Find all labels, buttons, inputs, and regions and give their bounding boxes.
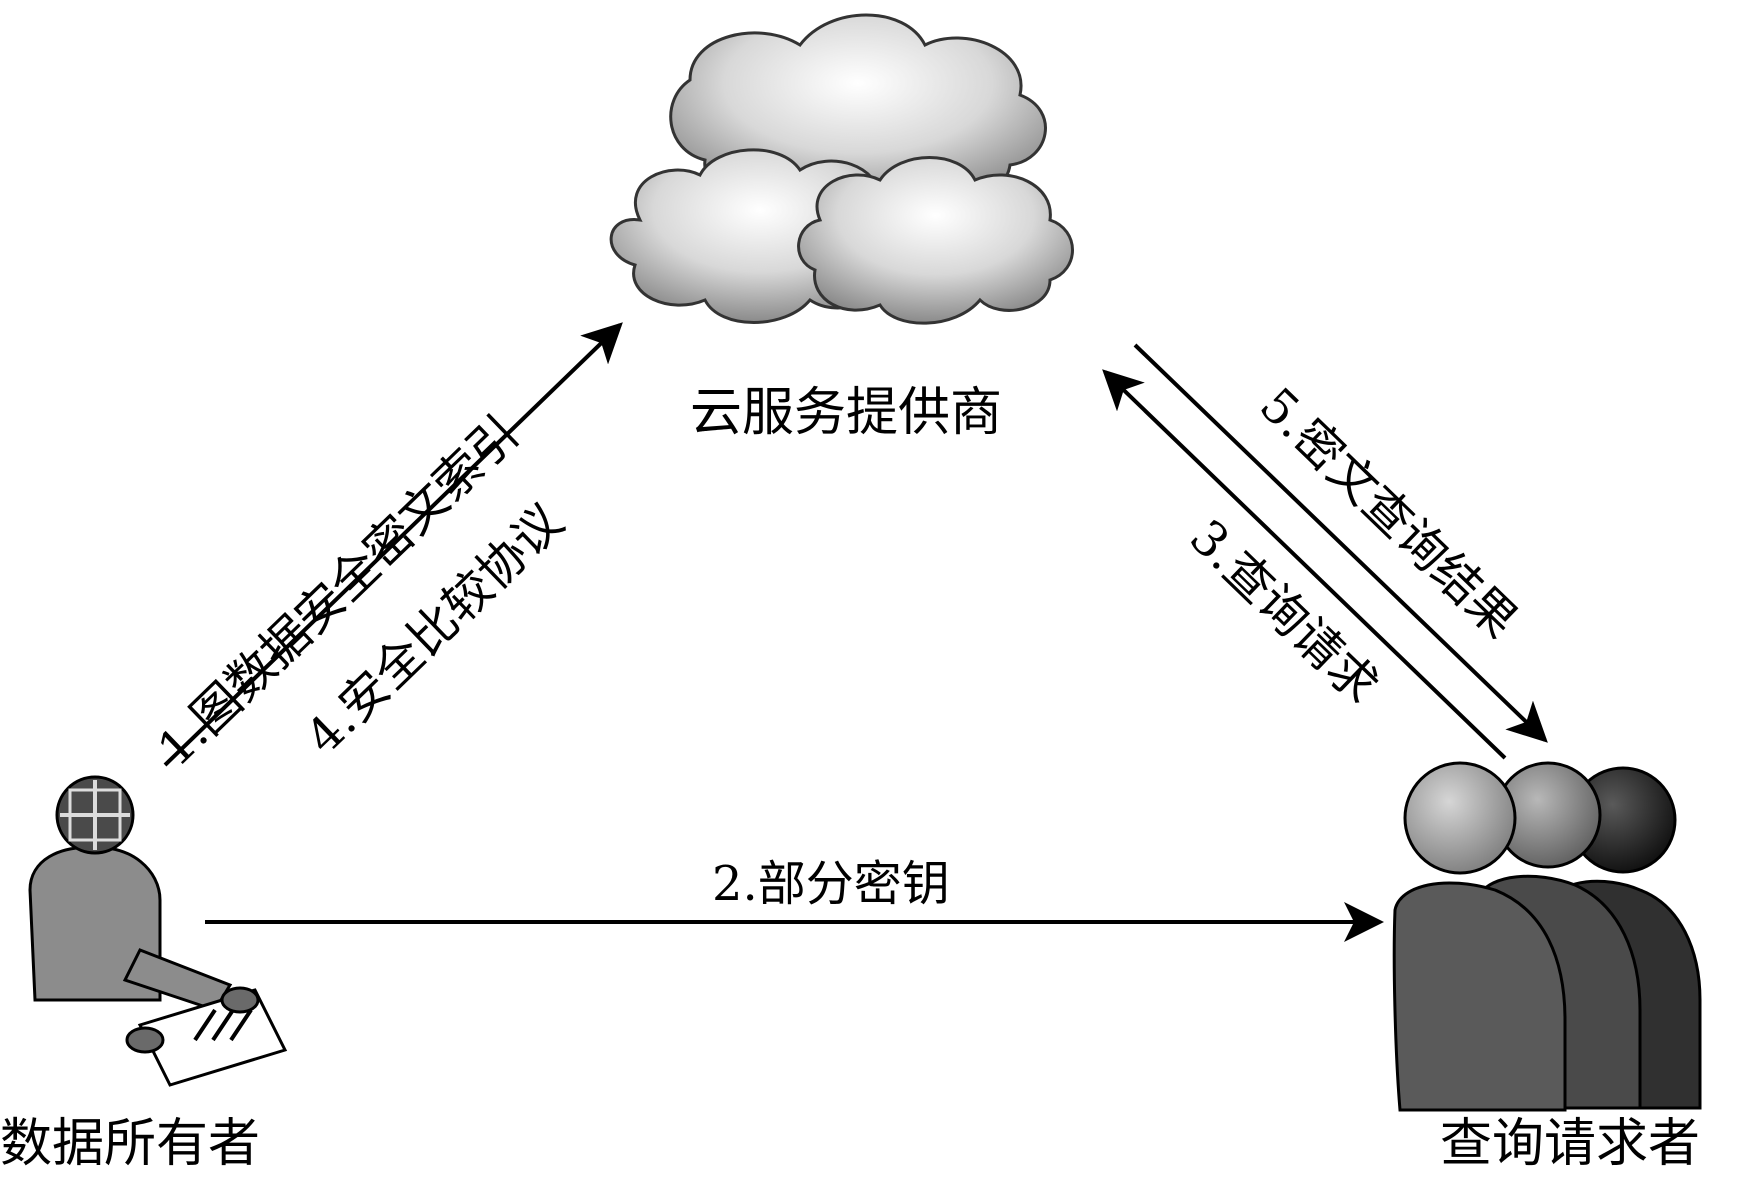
cloud-icon	[609, 13, 1074, 325]
step2-label: 2.部分密钥	[712, 856, 950, 912]
query-requester-icon	[1392, 761, 1702, 1112]
arrow-requester-to-cloud	[1102, 369, 1507, 760]
arrow-owner-to-cloud	[163, 322, 623, 767]
cloud-provider-label: 云服务提供商	[690, 383, 1003, 443]
data-owner-label: 数据所有者	[0, 1114, 261, 1174]
query-requester-label: 查询请求者	[1440, 1114, 1701, 1174]
arrow-cloud-to-requester	[1133, 343, 1548, 743]
data-owner-icon	[28, 775, 288, 1087]
